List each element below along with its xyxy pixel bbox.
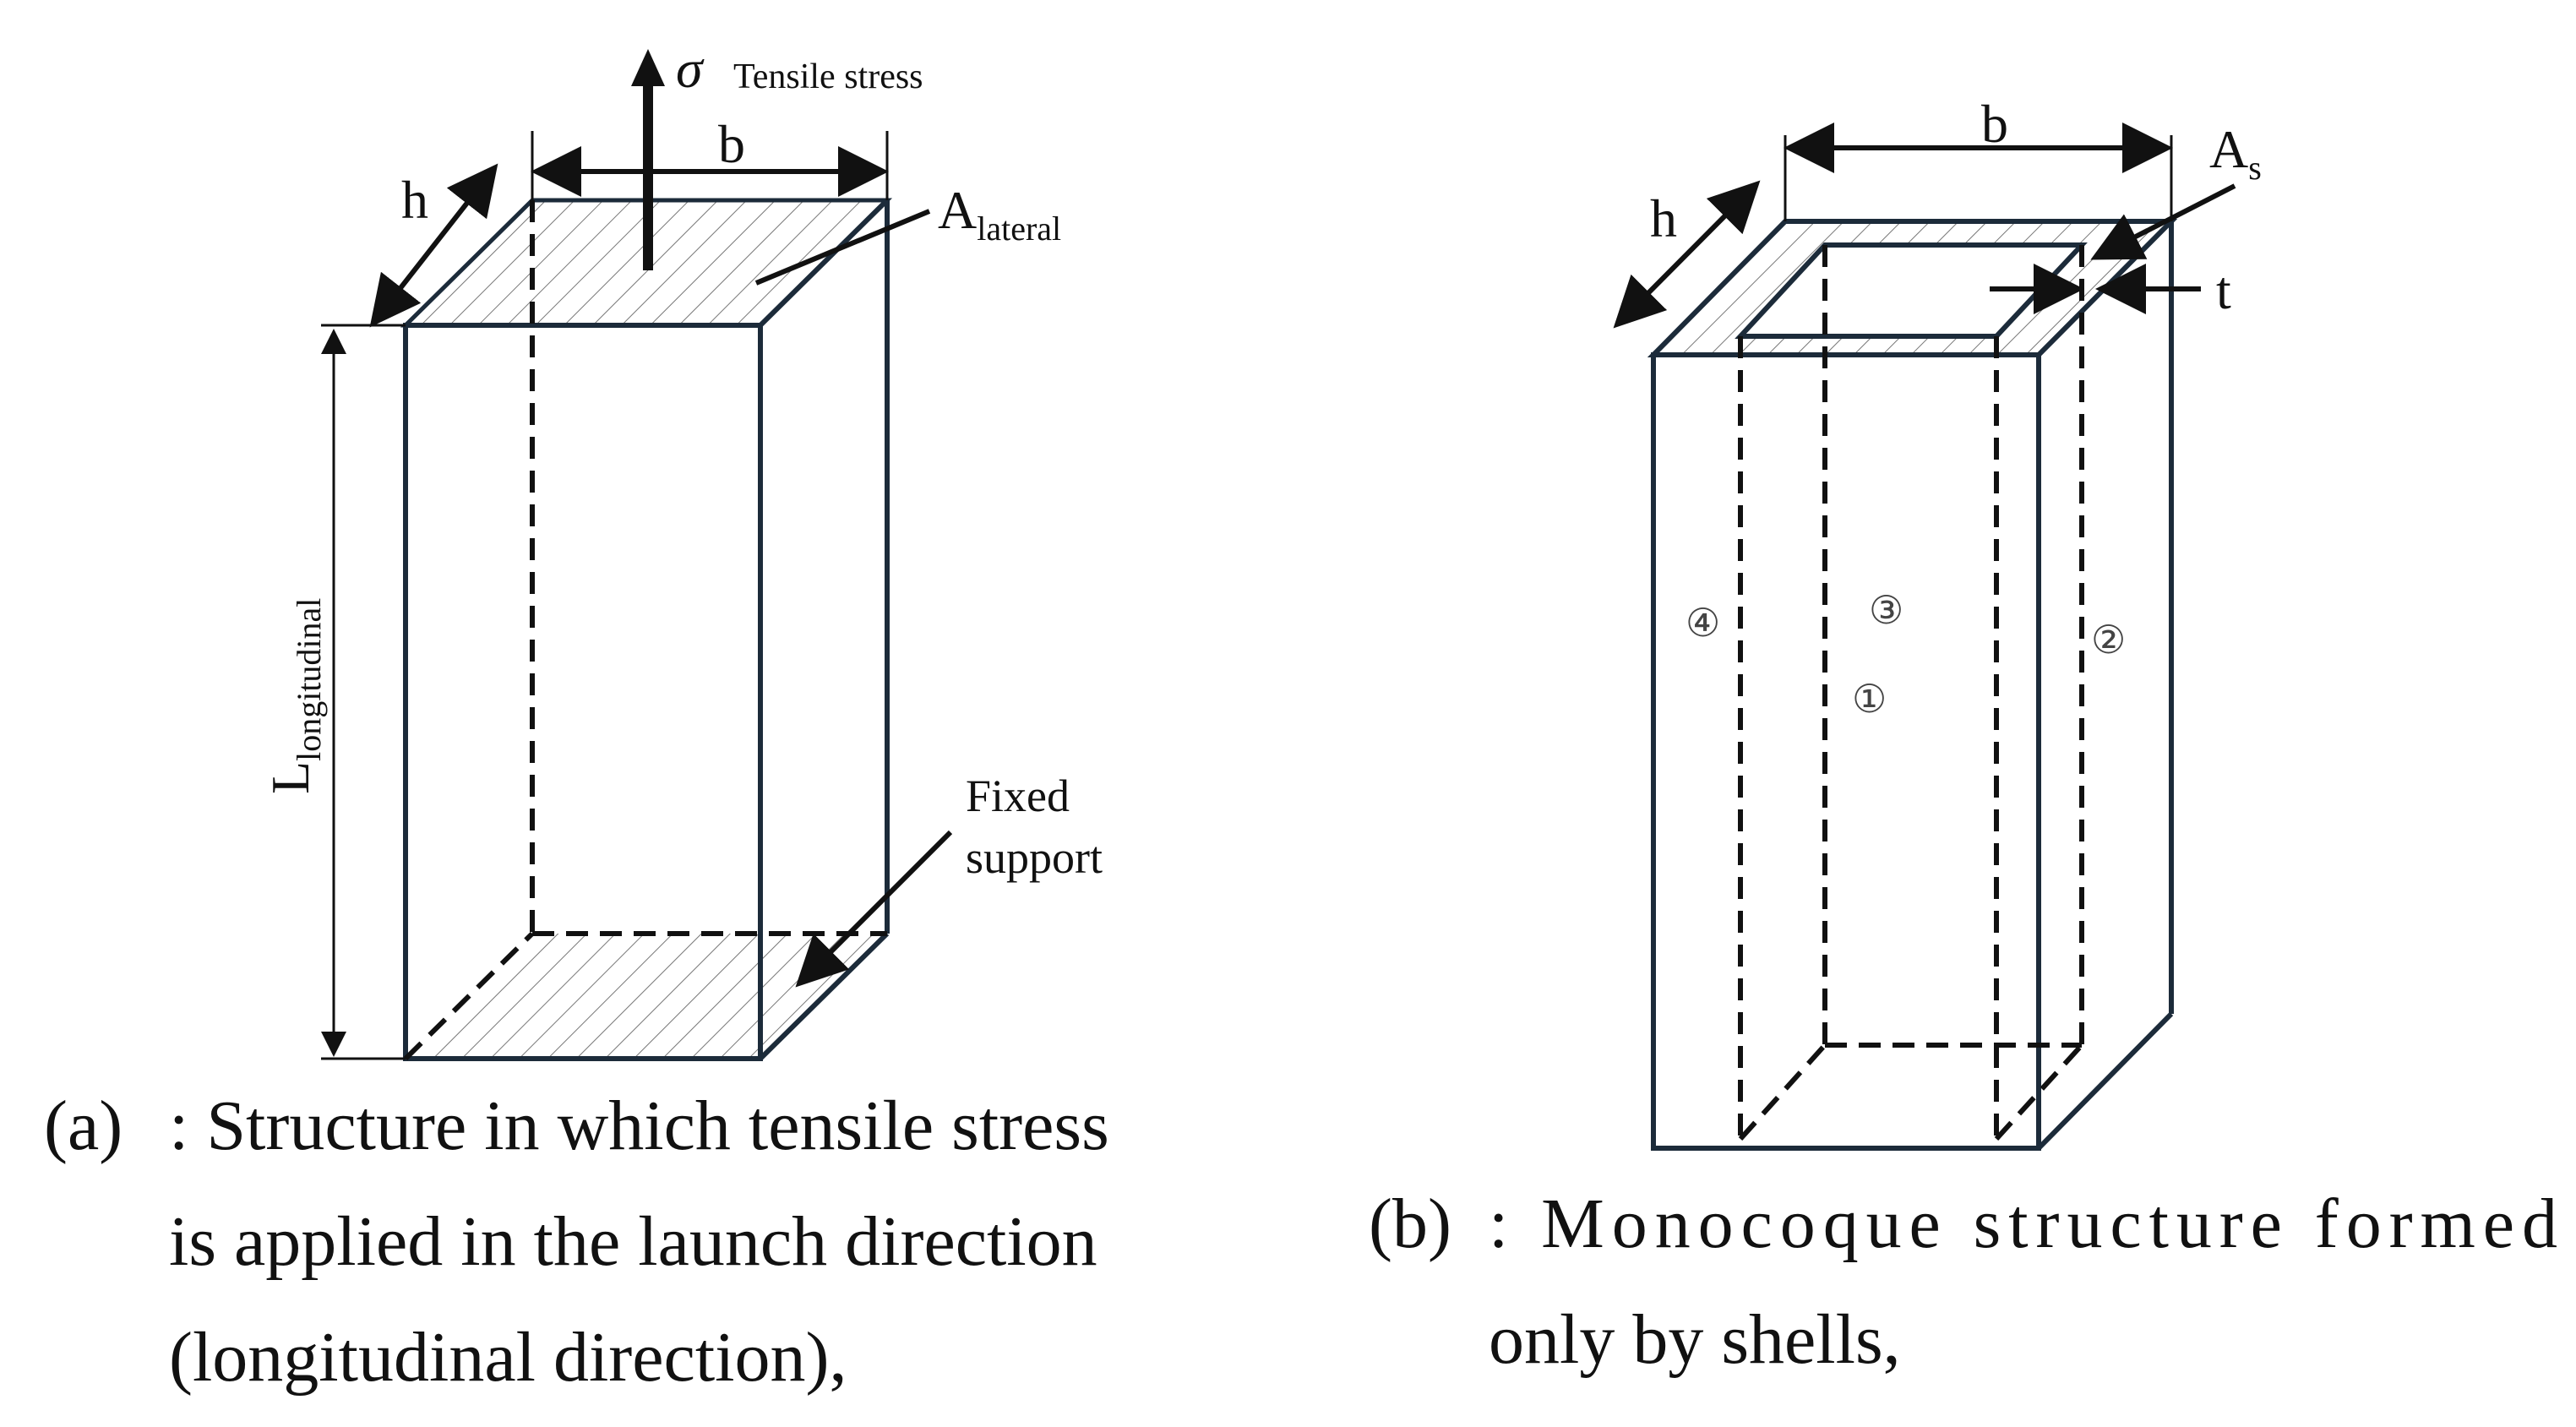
fixed-support-leader — [795, 830, 953, 988]
fixed-support-line2: support — [966, 832, 1103, 883]
caption-b-line1: : Monocoque structure formed — [1489, 1185, 2557, 1263]
a-lateral-leader — [754, 209, 931, 286]
front-face-a — [403, 323, 763, 1061]
top-frame-b — [1653, 221, 2171, 355]
shell-number-2: ② — [2091, 617, 2126, 662]
t-label: t — [2216, 260, 2231, 320]
shell-number-3: ③ — [1869, 587, 1903, 633]
dim-h-arrow-a — [369, 163, 498, 328]
right-top-edge-a — [758, 198, 890, 328]
fixed-support-line1: Fixed — [966, 771, 1070, 821]
caption-b: (b) : Monocoque structure formed only by… — [1369, 1185, 2557, 1379]
sigma-symbol: σ — [676, 39, 705, 99]
dim-b-label-a: b — [718, 114, 745, 174]
caption-a: (a) : Structure in which tensile stress … — [44, 1087, 1109, 1397]
a-s-label: As — [2209, 119, 2262, 187]
dim-h-label-b: h — [1650, 188, 1677, 248]
tensile-stress-label: Tensile stress — [733, 57, 923, 96]
tensile-stress-arrowhead — [631, 49, 665, 86]
right-bottom-edge-a — [758, 931, 890, 1061]
caption-a-line2: is applied in the launch direction — [169, 1202, 1097, 1281]
right-bottom-edge-b — [2036, 1011, 2174, 1151]
hidden-bottom-left-a — [403, 931, 535, 1061]
shell-number-4: ④ — [1686, 600, 1720, 645]
hidden-inner-bottom-right — [1994, 1043, 2084, 1141]
bottom-face-a — [406, 934, 887, 1059]
shell-number-1: ① — [1852, 676, 1887, 722]
a-s-leader — [2090, 183, 2236, 260]
dim-b-label-b: b — [1981, 94, 2008, 154]
dim-h-arrow-b — [1613, 180, 1761, 329]
a-lateral-label: Alateral — [938, 180, 1061, 248]
panel-b-diagram: b h As t ① ② ③ ④ — [1613, 94, 2262, 1151]
caption-a-tag: (a) — [44, 1087, 123, 1165]
caption-b-line2: only by shells, — [1489, 1300, 1901, 1379]
front-face-b — [1651, 352, 2041, 1151]
dim-h-label-a: h — [401, 170, 428, 230]
caption-a-line3: (longitudinal direction), — [169, 1318, 847, 1397]
dim-l-label: Llongitudinal — [260, 598, 328, 794]
caption-a-line1: : Structure in which tensile stress — [169, 1087, 1109, 1165]
hidden-inner-bottom-left — [1738, 1043, 1827, 1141]
caption-b-tag: (b) — [1369, 1185, 1451, 1263]
panel-a-diagram: σ Tensile stress b h Alateral Llongitudi… — [260, 39, 1103, 1061]
